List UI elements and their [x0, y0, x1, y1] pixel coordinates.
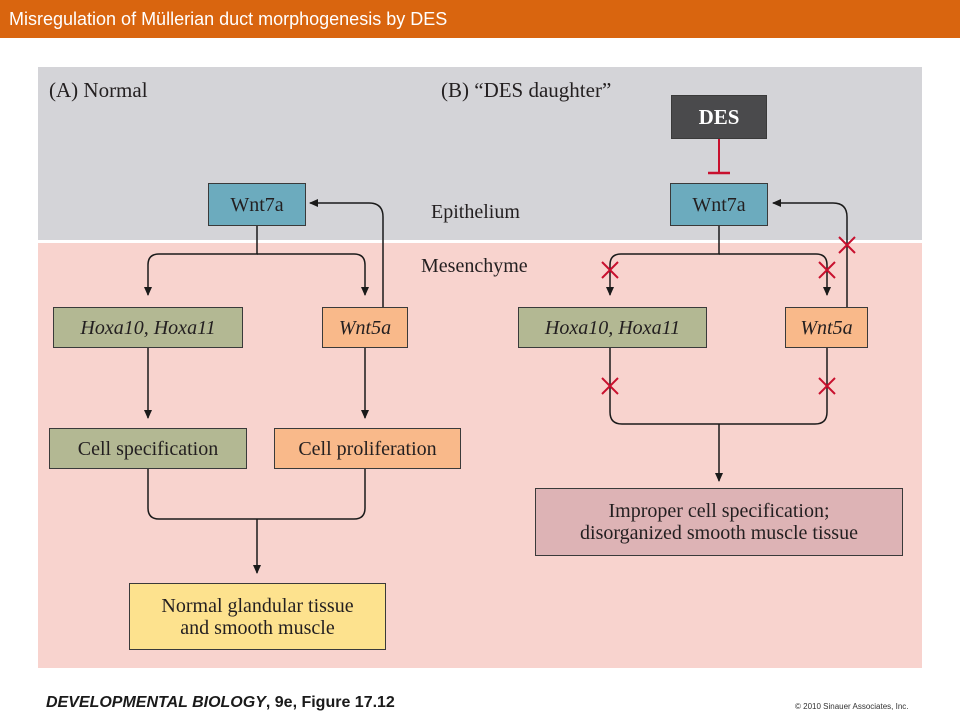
a-wnt7a-to-wnt5a-line [257, 253, 369, 296]
a-cell-spec-box: Cell specification [49, 428, 247, 469]
b-hoxa-label: Hoxa10, Hoxa11 [544, 316, 681, 339]
b-wnt5a-feedback-line [772, 199, 848, 311]
x-mark-5 [818, 377, 836, 395]
a-wnt5a-label: Wnt5a [338, 316, 392, 339]
a-wnt7a-split-line [144, 226, 258, 296]
b-wnt7a-label: Wnt7a [692, 193, 746, 216]
b-outcome-box: Improper cell specification; disorganize… [535, 488, 903, 556]
book-title: DEVELOPMENTAL BIOLOGY [46, 694, 266, 711]
a-cell-spec-label: Cell specification [77, 437, 219, 460]
x-mark-4 [601, 377, 619, 395]
x-mark-2 [818, 261, 836, 279]
b-hoxa-box: Hoxa10, Hoxa11 [518, 307, 707, 348]
a-outcome-line2: and smooth muscle [180, 616, 335, 639]
a-wnt7a-box: Wnt7a [208, 183, 306, 226]
b-wnt7a-split-line [606, 226, 720, 296]
slide-title: Misregulation of Müllerian duct morphoge… [9, 9, 448, 29]
mesenchyme-label: Mesenchyme [421, 255, 528, 277]
a-outcome-line1: Normal glandular tissue [161, 594, 354, 617]
copyright-notice: © 2010 Sinauer Associates, Inc. [795, 702, 909, 711]
a-cell-prolif-box: Cell proliferation [274, 428, 461, 469]
inhibition-marks [601, 236, 856, 395]
a-hoxa-label: Hoxa10, Hoxa11 [80, 316, 216, 339]
x-mark-3 [838, 236, 856, 254]
a-cell-prolif-label: Cell proliferation [298, 437, 437, 460]
epithelium-label: Epithelium [431, 201, 520, 223]
figure-source: DEVELOPMENTAL BIOLOGY, 9e, Figure 17.12 [46, 694, 395, 712]
b-wnt5a-label: Wnt5a [800, 316, 853, 339]
b-wnt7a-box: Wnt7a [670, 183, 768, 226]
b-des-box: DES [671, 95, 767, 139]
b-merge-line [609, 348, 828, 425]
figure: (A) Normal (B) “DES daughter” Epithelium… [38, 67, 922, 668]
b-wnt7a-to-wnt5a-line [719, 253, 831, 296]
a-wnt5a-box: Wnt5a [322, 307, 408, 348]
a-hoxa-box: Hoxa10, Hoxa11 [53, 307, 243, 348]
figure-number: , 9e, Figure 17.12 [265, 694, 395, 711]
panel-b-label: (B) “DES daughter” [441, 78, 612, 102]
b-des-label: DES [698, 105, 740, 129]
b-outcome-line2: disorganized smooth muscle tissue [580, 522, 858, 544]
b-wnt5a-box: Wnt5a [785, 307, 868, 348]
x-mark-1 [601, 261, 619, 279]
connector-lines [144, 139, 856, 574]
a-outcome-box: Normal glandular tissue and smooth muscl… [129, 583, 386, 650]
band-divider [38, 240, 922, 243]
panel-a-label: (A) Normal [49, 78, 148, 102]
a-merge-line [147, 469, 366, 520]
epithelium-band [38, 67, 922, 240]
title-bar: Misregulation of Müllerian duct morphoge… [0, 0, 960, 38]
a-wnt5a-feedback-line [309, 199, 384, 311]
b-outcome-line1: Improper cell specification; [608, 500, 830, 522]
a-wnt7a-label: Wnt7a [230, 193, 284, 216]
